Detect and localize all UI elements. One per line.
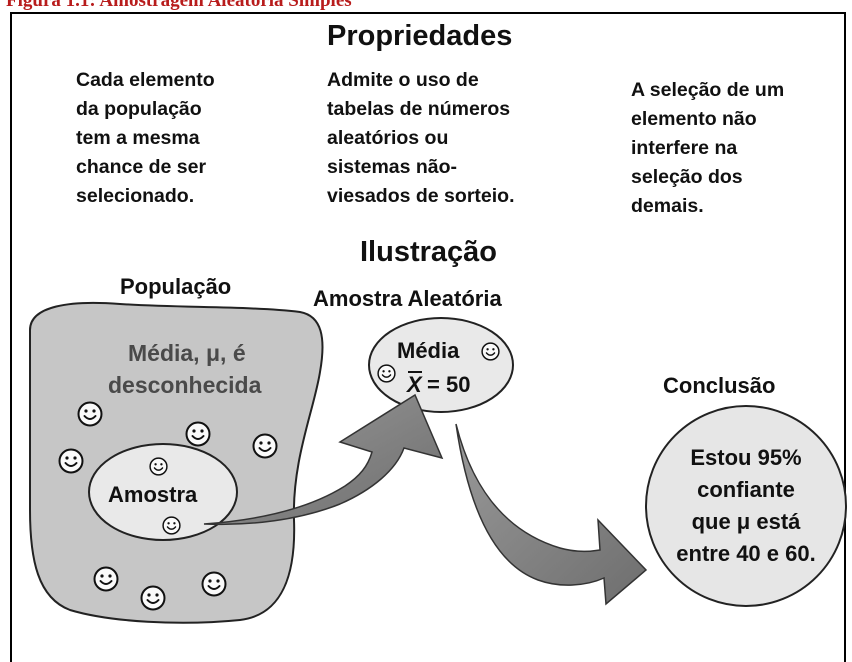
- conclusion-label: Conclusão: [663, 373, 776, 398]
- population-label: População: [120, 274, 232, 299]
- smiley-icon: [201, 571, 227, 597]
- conclusion-line-1: Estou 95%: [690, 445, 802, 470]
- smiley-icon: [481, 342, 500, 361]
- conclusion-line-2: confiante: [697, 477, 795, 502]
- conclusion-circle: [645, 405, 847, 607]
- smiley-icon: [93, 566, 119, 592]
- population-unknown-text: desconhecida: [108, 372, 262, 398]
- conclusion-text: Estou 95% confiante que μ está entre 40 …: [646, 442, 846, 570]
- conclusion-line-4: entre 40 e 60.: [676, 541, 816, 566]
- population-mean-text: Média, μ, é: [128, 340, 246, 366]
- smiley-icon: [58, 448, 84, 474]
- random-sample-label: Amostra Aleatória: [313, 286, 502, 311]
- figure-frame: [10, 12, 846, 662]
- random-sample-mean-label: Média: [397, 338, 460, 363]
- random-sample-ellipse: [368, 317, 514, 413]
- property-3: A seleção de um elemento não interfere n…: [631, 79, 785, 217]
- smiley-icon: [140, 585, 166, 611]
- properties-heading: Propriedades: [327, 20, 513, 52]
- smiley-icon: [185, 421, 211, 447]
- property-1: Cada elemento da população tem a mesma c…: [76, 69, 215, 207]
- figure-caption: Figura 1.1: Amostragem Aleatória Simples: [6, 0, 352, 11]
- smiley-icon: [162, 516, 181, 535]
- random-sample-mean-value: = 50: [427, 372, 471, 397]
- property-2: Admite o uso de tabelas de números aleat…: [327, 69, 515, 207]
- smiley-icon: [149, 457, 168, 476]
- illustration-heading: Ilustração: [360, 236, 497, 268]
- arrow-sample-to-random: [203, 393, 444, 526]
- smiley-icon: [252, 433, 278, 459]
- conclusion-line-3: que μ está: [691, 509, 801, 534]
- arrow-random-to-conclusion: [455, 423, 648, 606]
- xbar-symbol: X: [407, 372, 422, 397]
- smiley-icon: [377, 364, 396, 383]
- sample-ellipse: [88, 443, 238, 541]
- sample-label: Amostra: [108, 482, 198, 507]
- smiley-icon: [77, 401, 103, 427]
